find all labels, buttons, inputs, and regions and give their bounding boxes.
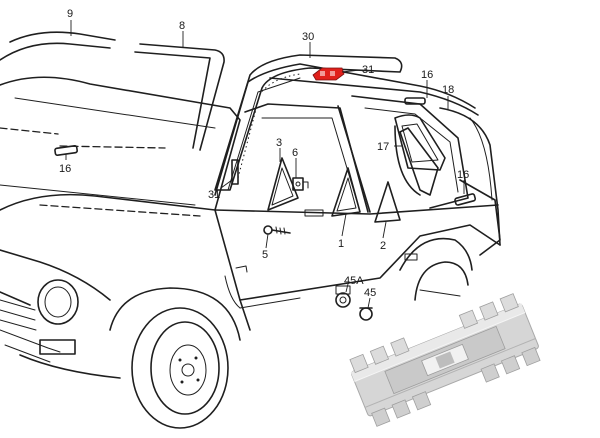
callout-30: 30 [302, 31, 314, 43]
roof-rail-30 [214, 54, 403, 191]
screw-5 [263, 225, 291, 235]
callout-16-windshield: 16 [59, 163, 71, 175]
rear-wheel [399, 237, 473, 301]
callout-8: 8 [179, 20, 185, 32]
callout-3: 3 [276, 137, 282, 149]
callout-1: 1 [338, 238, 344, 250]
callout-17: 17 [377, 141, 389, 153]
leader-lines [65, 20, 465, 309]
headlight-grille [0, 279, 79, 355]
windshield-moulding [0, 31, 225, 217]
car-body [0, 63, 501, 379]
bracket-6 [292, 177, 309, 191]
callout-45: 45 [364, 287, 376, 299]
callout-45A: 45A [344, 275, 364, 287]
triangle-trims [267, 157, 401, 223]
callout-9: 9 [67, 8, 73, 20]
callout-6: 6 [292, 147, 298, 159]
callout-5: 5 [262, 249, 268, 261]
callout-31-pillar: 31 [208, 189, 220, 201]
callout-31-roof: 31 [362, 64, 374, 76]
clips-45 [335, 285, 373, 321]
callout-16-top: 16 [421, 69, 433, 81]
highlighted-clip-31 [312, 67, 345, 81]
callout-18: 18 [442, 84, 454, 96]
front-wheel [109, 287, 241, 429]
callout-2: 2 [380, 240, 386, 252]
callout-labels: 9 8 30 31 16 18 16 3 6 17 16 31 1 2 5 45… [59, 8, 469, 299]
trim-pieces-16 [54, 97, 477, 206]
clip-photo-inset [349, 293, 541, 427]
callout-16-rear: 16 [457, 169, 469, 181]
